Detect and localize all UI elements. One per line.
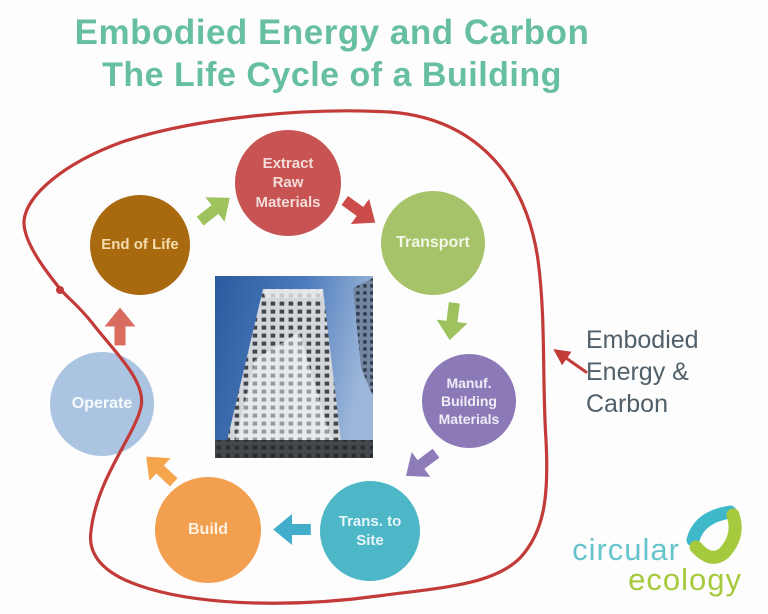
page-title: Embodied Energy and Carbon The Life Cycl…: [0, 12, 664, 96]
arrow-manuf-to-transite-icon: [405, 448, 440, 477]
stage-manuf-building-materials: Manuf. Building Materials: [422, 354, 516, 448]
annotation-line-1: Embodied: [586, 326, 699, 354]
stage-transport-to-site: Trans. to Site: [320, 481, 420, 581]
loop-knot: [56, 286, 64, 294]
stage-transport: Transport: [381, 191, 485, 295]
stage-build: Build: [155, 477, 261, 583]
annotation-arrow-icon: [553, 349, 588, 374]
logo-word-ecology: ecology: [628, 562, 742, 597]
annotation-line-2: Energy &: [586, 358, 689, 386]
annotation-label: Embodied Energy & Carbon: [586, 324, 699, 420]
logo-word-circular: circular: [572, 532, 680, 567]
circular-ecology-logo: circular ecology: [566, 502, 746, 608]
arrow-transport-to-manuf-icon: [436, 302, 468, 341]
annotation-line-3: Carbon: [586, 390, 668, 418]
circular-ecology-logo-icon: [686, 505, 742, 564]
stage-operate: Operate: [50, 352, 154, 456]
arrow-extract-to-transport-icon: [341, 195, 376, 225]
stage-end-of-life: End of Life: [90, 195, 190, 295]
title-line-1: Embodied Energy and Carbon: [74, 13, 590, 52]
title-line-2: The Life Cycle of a Building: [102, 55, 562, 94]
arrow-operate-to-endoflife-icon: [104, 307, 136, 346]
arrow-endoflife-to-extract-icon: [196, 197, 230, 226]
building-photo: [215, 276, 373, 458]
stage-extract-raw-materials: Extract Raw Materials: [235, 130, 341, 236]
arrow-transite-to-build-icon: [273, 514, 311, 545]
